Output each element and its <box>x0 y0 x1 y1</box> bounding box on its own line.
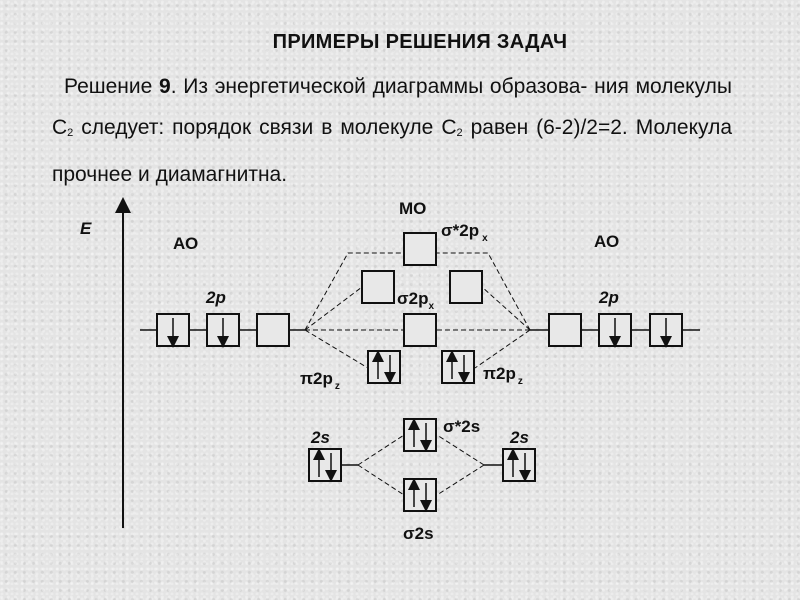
ao-left-label: АО <box>173 234 198 253</box>
ao-right-2p-box-1 <box>548 313 582 347</box>
ao-right-2p-group <box>530 313 700 348</box>
page-title-text: ПРИМЕРЫ РЕШЕНИЯ ЗАДАЧ <box>272 31 568 53</box>
dashed-lines-2s <box>357 434 485 496</box>
sigma-2px-main: σ2p <box>397 289 428 308</box>
mo-pi-2pz-left <box>367 350 401 384</box>
ao-2p-left-label: 2p <box>205 288 226 307</box>
solution-line3a: С <box>441 116 457 139</box>
sigma-star-2px-main: σ*2p <box>441 221 479 240</box>
pi-2pz-left-sub: z <box>335 381 340 392</box>
subscript-2-b: 2 <box>456 127 463 139</box>
pi-2pz-right-main: π2p <box>483 364 516 383</box>
mo-label: МО <box>399 199 426 218</box>
mo-sigma-2px-box <box>403 313 437 347</box>
solution-line3b: равен (6-2)/2=2. Молекула прочнее и диам… <box>52 116 733 186</box>
ao-left-2s <box>308 448 358 482</box>
solution-line2a: ния молекулы С <box>52 75 732 139</box>
ao-left-2p-box-3 <box>256 313 290 347</box>
sigma-star-2px-sub: x <box>482 233 488 244</box>
dashed-lines-2p <box>304 252 531 369</box>
sigma-2px-sub: x <box>428 301 434 312</box>
mo-sigma-star-2s <box>403 418 437 452</box>
mo-sigma-star-2s-label: σ*2s <box>443 417 480 436</box>
pi-2pz-left-main: π2p <box>300 369 333 388</box>
mo-pi-star-box-left <box>361 270 395 304</box>
pi-2pz-right-sub: z <box>518 376 523 387</box>
solution-prefix: Решение <box>64 75 160 98</box>
mo-sigma-2s <box>403 478 437 512</box>
solution-line1: . Из энергетической диаграммы образова- <box>170 75 588 98</box>
mo-sigma-star-2px-box <box>403 232 437 266</box>
ao-2p-right-label: 2p <box>598 288 619 307</box>
solution-paragraph: Решение 9. Из энергетической диаграммы о… <box>52 66 732 195</box>
solution-line2b: следует: порядок связи в молекуле <box>73 116 434 139</box>
ao-right-2s <box>484 448 536 482</box>
mo-pi-star-box-right <box>449 270 483 304</box>
ao-2s-left-label: 2s <box>310 428 330 447</box>
energy-axis-label: E <box>80 219 92 238</box>
ao-right-label: АО <box>594 232 619 251</box>
mo-sigma-2s-label: σ2s <box>403 524 434 543</box>
ao-2s-right-label: 2s <box>509 428 529 447</box>
mo-sigma-2px-label: σ2px <box>397 289 434 312</box>
page-title: ПРИМЕРЫ РЕШЕНИЯ ЗАДАЧ <box>0 31 800 54</box>
subscript-2-a: 2 <box>67 127 74 139</box>
ao-left-2p-group <box>140 313 305 348</box>
mo-pi-2pz-right <box>441 350 475 384</box>
solution-number: 9 <box>159 75 171 98</box>
